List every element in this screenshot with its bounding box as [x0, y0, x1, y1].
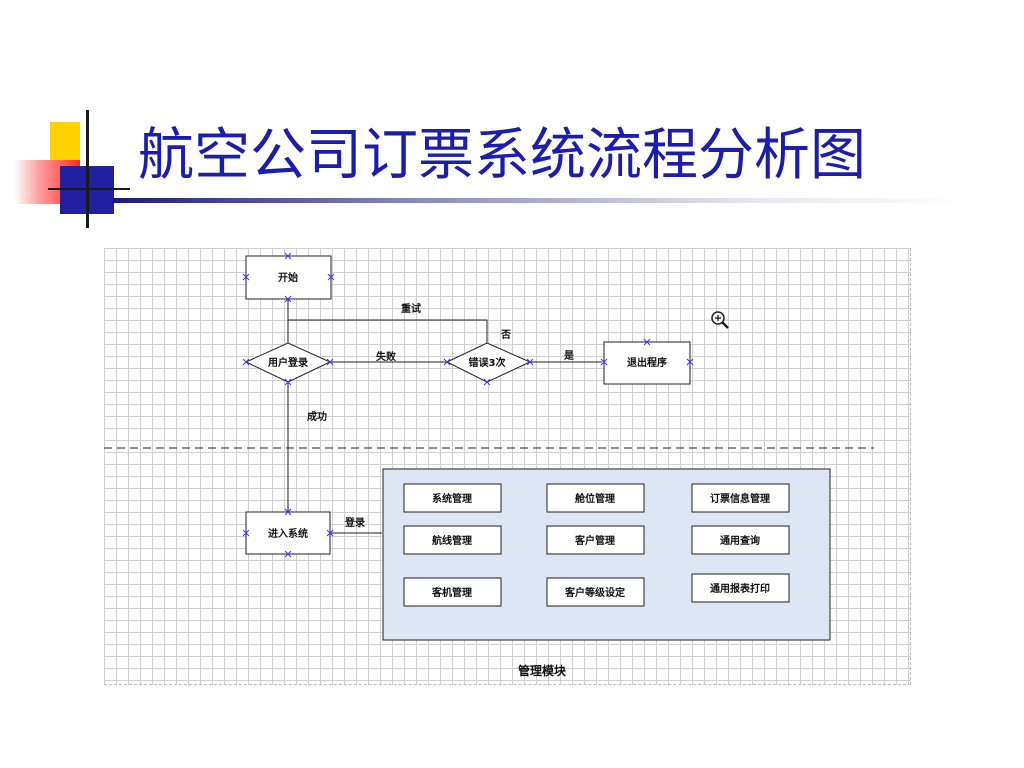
connection-points	[242, 252, 694, 558]
edge-label-login: 登录	[344, 516, 365, 529]
edge-label-yes: 是	[563, 350, 574, 362]
module-item	[546, 577, 645, 607]
flowchart-canvas: 开始 用户登录 错误3次 退出程序 进入系统 重试 否 失败 是 成功 登录	[104, 248, 911, 685]
module-item	[403, 483, 502, 513]
page-title: 航空公司订票系统流程分析图	[138, 123, 866, 188]
module-item-label: 舱位管理	[575, 492, 615, 505]
module-caption: 管理模块	[518, 663, 567, 678]
module-item-label: 系统管理	[432, 492, 472, 505]
node-retry-check-label: 错误3次	[469, 356, 506, 369]
module-item	[546, 525, 645, 555]
decor-vertical-line	[86, 110, 89, 228]
module-item-label: 航线管理	[432, 534, 472, 547]
module-item-label: 客户管理	[574, 534, 615, 547]
flowchart-connectors	[104, 299, 874, 534]
module-grid: 系统管理 舱位管理 订票信息管理 航线管理 客户管理 通用查询 客机管理 客户等…	[403, 483, 790, 607]
node-exit	[603, 341, 691, 385]
node-exit-label: 退出程序	[627, 356, 667, 369]
edge-label-retry: 重试	[401, 302, 421, 315]
node-enter-label: 进入系统	[268, 527, 308, 540]
edge-retry	[288, 319, 488, 343]
module-item	[403, 525, 502, 555]
zoom-in-icon[interactable]	[711, 311, 729, 329]
module-item	[691, 483, 790, 513]
module-item-label: 客户等级设定	[564, 586, 625, 599]
module-item	[691, 573, 790, 603]
module-item	[691, 525, 790, 555]
module-item-label: 通用查询	[720, 534, 760, 547]
decor-horizontal-line	[48, 188, 130, 190]
decor-yellow-square	[50, 122, 80, 162]
node-login-label: 用户登录	[267, 356, 308, 369]
edge-label-no: 否	[500, 329, 511, 341]
module-item	[546, 483, 645, 513]
module-item-label: 订票信息管理	[710, 492, 770, 505]
edge-label-fail: 失败	[376, 350, 396, 363]
flowchart-svg: 开始 用户登录 错误3次 退出程序 进入系统 重试 否 失败 是 成功 登录	[104, 252, 874, 678]
node-start-label: 开始	[278, 271, 298, 284]
module-item-label: 通用报表打印	[710, 582, 770, 595]
module-item	[403, 577, 502, 607]
module-item-label: 客机管理	[431, 586, 472, 599]
title-underline	[112, 198, 962, 203]
edge-label-success: 成功	[307, 410, 327, 423]
